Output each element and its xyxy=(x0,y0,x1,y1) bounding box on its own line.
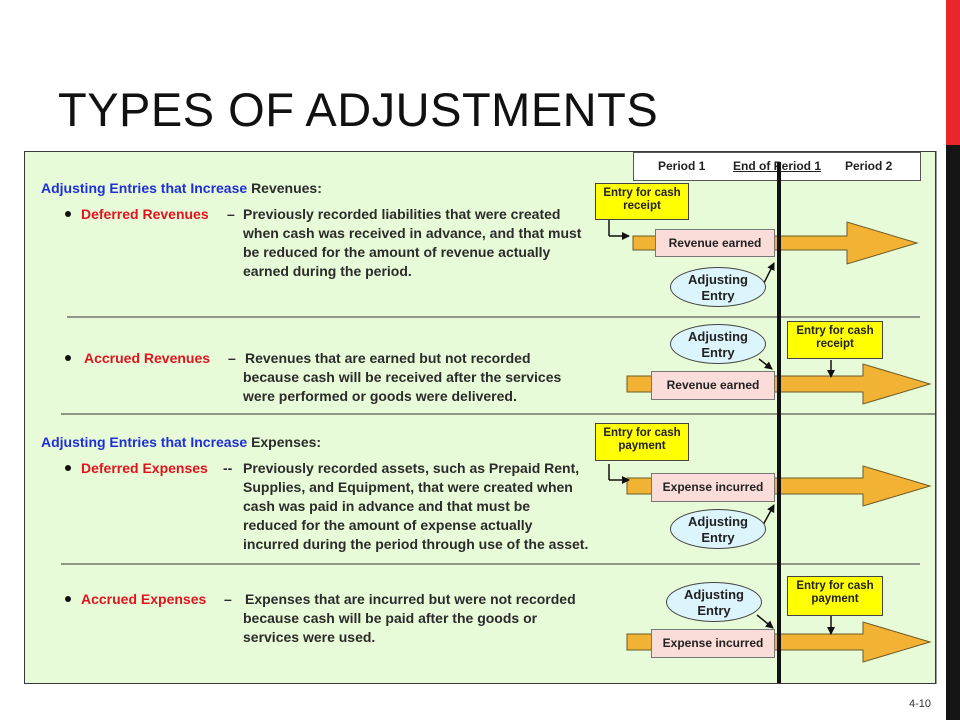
period-2-label: Period 2 xyxy=(845,159,893,173)
description-line: reduced for the amount of expense actual… xyxy=(243,517,533,533)
period-1-label: Period 1 xyxy=(658,159,706,173)
term-dash: – xyxy=(228,350,236,366)
bullet xyxy=(65,211,71,217)
event-box-revenue-earned: Revenue earned xyxy=(651,371,775,400)
event-box-expense-incurred: Expense incurred xyxy=(651,473,775,502)
description-line: when cash was received in advance, and t… xyxy=(243,225,582,241)
adjusting-entry-oval: Adjusting Entry xyxy=(670,509,766,549)
bullet xyxy=(65,596,71,602)
description-line: be reduced for the amount of revenue act… xyxy=(243,244,551,260)
adjustments-panel: Period 1 End of Period 1 Period 2 xyxy=(24,151,936,684)
term-accrued-revenues: Accrued Revenues xyxy=(84,350,211,366)
end-of-period-line xyxy=(777,162,781,683)
term-dash: – xyxy=(227,206,235,222)
term-dash: – xyxy=(224,591,232,607)
term-dash: -- xyxy=(223,460,233,476)
description-line: because cash will be paid after the good… xyxy=(243,610,538,626)
accent-bar-red xyxy=(946,0,960,145)
event-box-expense-incurred: Expense incurred xyxy=(651,629,775,658)
description-line: Revenues that are earned but not recorde… xyxy=(245,350,531,366)
cash-entry-box: Entry for cash receipt xyxy=(787,321,883,359)
slide-title: TYPES OF ADJUSTMENTS xyxy=(58,83,659,136)
description-line: services were used. xyxy=(243,629,376,645)
description-line: earned during the period. xyxy=(243,263,412,279)
cash-entry-box: Entry for cash receipt xyxy=(595,183,689,220)
bullet xyxy=(65,465,71,471)
adjusting-entry-oval: Adjusting Entry xyxy=(666,582,762,622)
event-box-revenue-earned: Revenue earned xyxy=(655,229,775,257)
term-deferred-expenses: Deferred Expenses xyxy=(81,460,208,476)
cash-entry-box: Entry for cash payment xyxy=(787,576,883,616)
description-line: Expenses that are incurred but were not … xyxy=(245,591,576,607)
revenues-heading: Adjusting Entries that Increase Revenues… xyxy=(41,180,322,196)
description-line: were performed or goods were delivered. xyxy=(243,388,517,404)
description-line: Supplies, and Equipment, that were creat… xyxy=(243,479,573,495)
adjusting-entry-oval: Adjusting Entry xyxy=(670,267,766,307)
page-number: 4-10 xyxy=(909,698,932,710)
term-accrued-expenses: Accrued Expenses xyxy=(81,591,207,607)
description-line: Previously recorded assets, such as Prep… xyxy=(243,460,580,476)
adjusting-entry-oval: Adjusting Entry xyxy=(670,324,766,364)
description-line: cash was paid in advance and that must b… xyxy=(243,498,531,514)
cash-entry-box: Entry for cash payment xyxy=(595,423,689,461)
description-line: Previously recorded liabilities that wer… xyxy=(243,206,561,222)
description-line: incurred during the period through use o… xyxy=(243,536,589,552)
accent-bar-dark xyxy=(946,145,960,720)
term-deferred-revenues: Deferred Revenues xyxy=(81,206,209,222)
description-line: because cash will be received after the … xyxy=(243,369,562,385)
bullet xyxy=(65,355,71,361)
expenses-heading: Adjusting Entries that Increase Expenses… xyxy=(41,434,322,450)
